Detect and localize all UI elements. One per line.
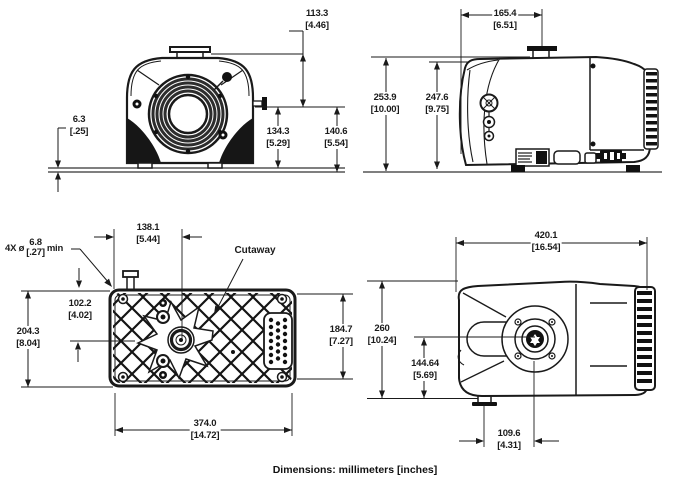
dim-overall-height-side: 253.9 [10.00] [369, 92, 401, 115]
side-view-2-drawing [457, 280, 656, 406]
side-view-drawing [363, 46, 662, 173]
dim-rear-to-inlet-center: 165.4 [6.51] [492, 8, 518, 31]
bolt-holes-callout: 4X ø 6.8 [.27] min [5, 237, 64, 258]
front-view-dimension-lines [55, 30, 345, 192]
dim-overall-height-side2: 260 [10.24] [366, 323, 398, 346]
dim-base-plate-thickness: 6.3 [.25] [68, 114, 90, 137]
front-view-drawing [48, 46, 345, 173]
dim-foot-to-hub: 109.6 [4.31] [496, 428, 522, 451]
dim-overall-width-bottom: 204.3 [8.04] [15, 326, 41, 349]
bottom-view-drawing [108, 270, 297, 388]
dim-plate-width: 184.7 [7.27] [328, 324, 354, 347]
dim-inlet-to-port-center: 113.3 [4.46] [304, 8, 330, 31]
side-view-2-dimension-lines [367, 237, 648, 447]
dim-body-height-side: 247.6 [9.75] [424, 92, 450, 115]
dim-port-center-to-base-top: 134.3 [5.29] [265, 126, 291, 149]
dim-edge-to-hub: 138.1 [5.44] [135, 222, 161, 245]
dim-overall-length-side: 420.1 [16.54] [530, 230, 562, 253]
dim-overall-length-bottom: 374.0 [14.72] [189, 418, 221, 441]
dim-hub-to-base: 144.64 [5.69] [410, 358, 440, 381]
cutaway-label: Cutaway [234, 245, 276, 256]
dim-port-center-to-base-bottom: 140.6 [5.54] [323, 126, 349, 149]
units-note: Dimensions: millimeters [inches] [272, 464, 438, 476]
dim-edge-to-centerline: 102.2 [4.02] [68, 298, 92, 321]
side-view-dimension-lines [371, 9, 543, 171]
